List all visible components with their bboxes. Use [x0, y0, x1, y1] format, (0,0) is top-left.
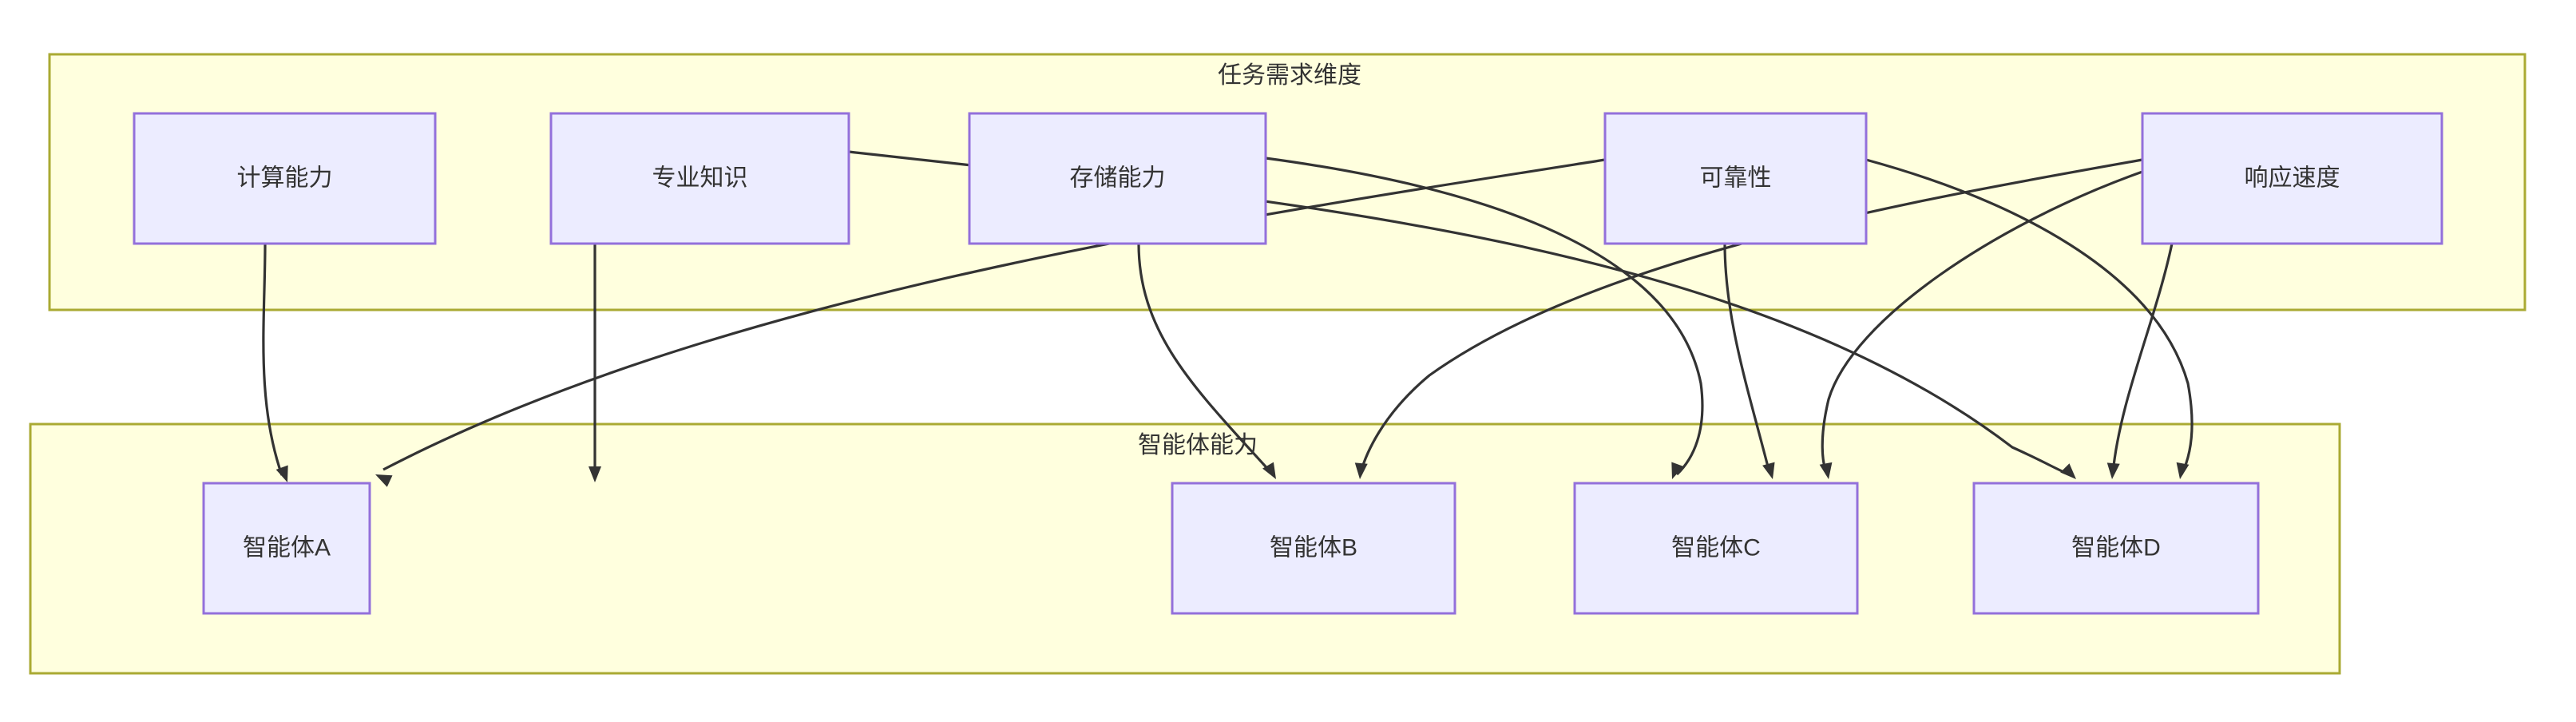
node-label-domain: 专业知识 — [652, 165, 748, 191]
node-speed[interactable]: 响应速度 — [2141, 112, 2443, 245]
node-box-storage[interactable] — [968, 112, 1267, 245]
node-box-domain[interactable] — [549, 112, 850, 245]
edge-arrowhead-speed-to-agentD — [2106, 462, 2120, 479]
edge-arrowhead-calc-to-agentA — [275, 465, 288, 482]
node-label-agentD: 智能体D — [2071, 534, 2161, 561]
node-label-agentA: 智能体A — [243, 534, 331, 561]
edge-arrowhead-storage-to-agentC — [1671, 462, 1684, 479]
edge-storage-to-agentB — [1137, 243, 1273, 474]
edge-speed-to-agentB — [1359, 158, 2143, 474]
node-agentD[interactable]: 智能体D — [1972, 482, 2260, 615]
edge-calc-to-agentA — [262, 243, 283, 476]
node-label-agentC: 智能体C — [1671, 534, 1761, 561]
edge-arrowhead-speed-to-agentC — [1819, 462, 1833, 479]
node-box-agentD[interactable] — [1972, 482, 2260, 615]
node-label-agentB: 智能体B — [1270, 534, 1357, 561]
cluster-label-cluster-agent: 智能体能力 — [1138, 432, 1258, 458]
node-label-speed: 响应速度 — [2245, 165, 2340, 191]
edge-arrowhead-domain-to-agentD — [2060, 463, 2076, 479]
node-agentB[interactable]: 智能体B — [1171, 482, 1456, 615]
edge-arrowhead-relia-to-agentD — [2176, 462, 2190, 479]
node-box-agentC[interactable] — [1573, 482, 1859, 615]
edges-group — [262, 150, 2194, 487]
edge-storage-to-agentC — [1265, 157, 1704, 476]
node-label-calc: 计算能力 — [237, 165, 333, 191]
node-box-speed[interactable] — [2141, 112, 2443, 245]
edge-arrowhead-domain-to-agentA — [589, 466, 601, 482]
edge-relia-to-agentC — [1723, 243, 1771, 474]
edge-relia-to-agentA — [382, 158, 1606, 471]
cluster-label-cluster-task: 任务需求维度 — [1218, 62, 1361, 89]
edge-arrowhead-speed-to-agentB — [1354, 462, 1368, 479]
node-label-relia: 可靠性 — [1700, 165, 1772, 191]
edge-arrowhead-storage-to-agentB — [1262, 462, 1276, 479]
edge-speed-to-agentC — [1821, 170, 2143, 475]
edge-speed-to-agentD — [2111, 243, 2174, 474]
node-agentA[interactable]: 智能体A — [202, 482, 371, 615]
edge-arrowhead-relia-to-agentC — [1762, 462, 1775, 479]
node-label-storage: 存储能力 — [1070, 165, 1166, 191]
edge-arrowhead-relia-to-agentA — [375, 474, 393, 487]
node-calc[interactable]: 计算能力 — [133, 112, 437, 245]
node-box-agentB[interactable] — [1171, 482, 1456, 615]
node-relia[interactable]: 可靠性 — [1603, 112, 1868, 245]
node-box-relia[interactable] — [1603, 112, 1868, 245]
node-storage[interactable]: 存储能力 — [968, 112, 1267, 245]
node-box-calc[interactable] — [133, 112, 437, 245]
node-agentC[interactable]: 智能体C — [1573, 482, 1859, 615]
node-box-agentA[interactable] — [202, 482, 371, 615]
node-domain[interactable]: 专业知识 — [549, 112, 850, 245]
